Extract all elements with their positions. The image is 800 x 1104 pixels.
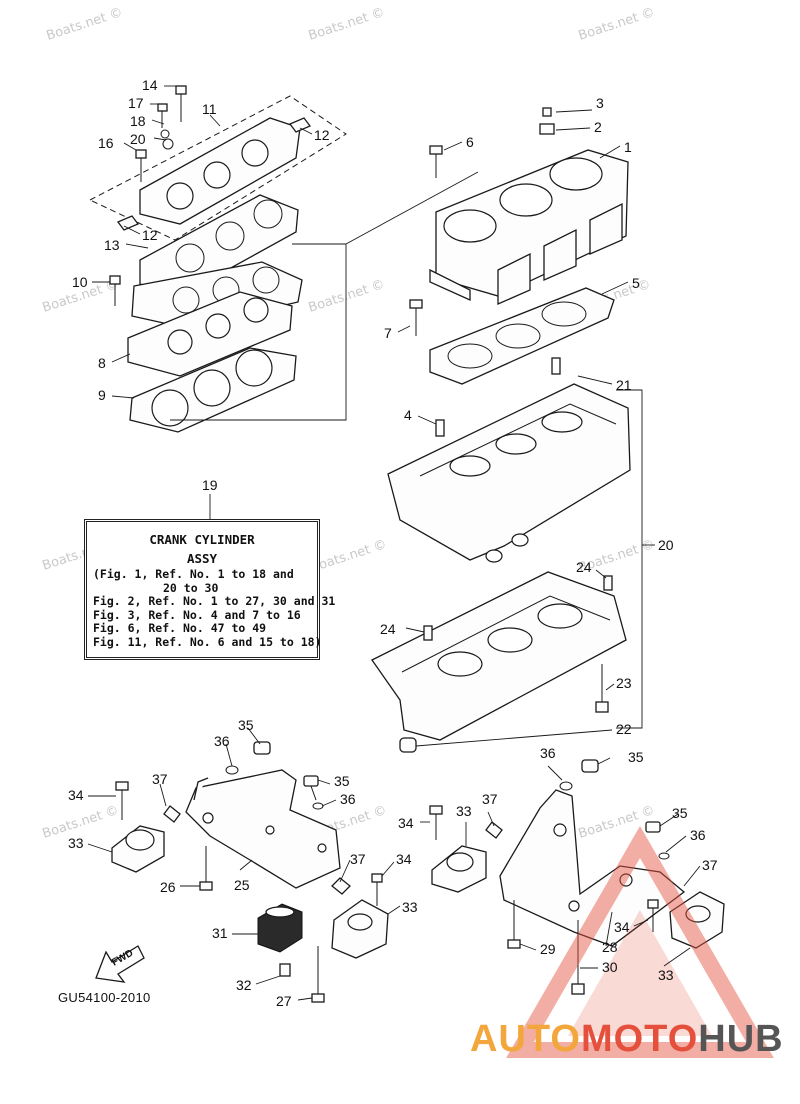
callout-12: 12 — [314, 127, 330, 143]
assy-ref-line: Fig. 2, Ref. No. 1 to 27, 30 and 31 — [93, 594, 336, 609]
brand-logo — [506, 825, 774, 1058]
callout-18: 20 — [130, 131, 146, 147]
watermark-text: Boats.net © — [309, 537, 389, 576]
assy-ref-line: Fig. 11, Ref. No. 6 and 15 to 18) — [93, 634, 322, 649]
watermark-text: Boats.net © — [577, 5, 657, 44]
callout-34c: 34 — [398, 815, 414, 831]
callout-31: 31 — [212, 925, 228, 941]
callout-33b: 33 — [402, 899, 418, 915]
callout-35d: 35 — [672, 805, 688, 821]
callout-11: 11 — [202, 101, 217, 117]
leader-lines — [87, 85, 701, 1001]
callout-28: 28 — [602, 939, 618, 955]
callout-5: 5 — [632, 275, 640, 291]
callout-32: 32 — [236, 977, 252, 993]
upper-crankcase — [387, 357, 631, 563]
mount-bracket-right — [429, 759, 725, 995]
callout-16: 17 — [128, 95, 144, 111]
callout-35c: 35 — [628, 749, 644, 765]
callout-19: 19 — [202, 477, 218, 493]
callout-24b: 24 — [380, 621, 396, 637]
callout-33: 33 — [68, 835, 84, 851]
callout-36b: 36 — [340, 791, 356, 807]
lower-crankcase — [371, 375, 655, 753]
callout-12b: 12 — [142, 227, 158, 243]
callout-25: 25 — [234, 877, 250, 893]
callout-15: 16 — [98, 135, 114, 151]
callout-34b: 34 — [396, 851, 412, 867]
callout-29: 29 — [540, 941, 556, 957]
assy-title-line1: CRANK CYLINDER — [149, 532, 255, 547]
callout-23: 23 — [616, 675, 632, 691]
callout-3: 3 — [596, 95, 604, 111]
callout-36: 36 — [214, 733, 230, 749]
brand-part-hub: HUB — [698, 1018, 784, 1060]
brand-part-moto: MOTO — [580, 1018, 699, 1060]
callout-34d: 34 — [614, 919, 630, 935]
callout-27: 27 — [276, 993, 292, 1009]
callout-33c: 33 — [456, 803, 472, 819]
assy-ref-line: (Fig. 1, Ref. No. 1 to 18 and — [93, 567, 294, 581]
callout-33d: 33 — [658, 967, 674, 983]
cylinder-block — [409, 107, 629, 385]
watermark-text: Boats.net © — [307, 5, 387, 44]
callout-26: 26 — [160, 879, 176, 895]
callout-8: 8 — [98, 355, 106, 371]
callout-24: 24 — [576, 559, 592, 575]
callout-36d: 36 — [690, 827, 706, 843]
brand-wordmark: AUTOMOTOHUB — [470, 1018, 784, 1061]
crank-cylinder-assy-box: CRANK CYLINDER ASSY (Fig. 1, Ref. No. 1 … — [84, 519, 336, 660]
cylinder-head-assembly — [88, 85, 479, 433]
fwd-arrow-icon: FWD — [95, 945, 145, 983]
callout-30: 30 — [602, 959, 618, 975]
callout-17: 18 — [130, 113, 146, 129]
callout-4: 4 — [404, 407, 412, 423]
callout-labels: 14 17 18 20 16 11 12 12 13 10 8 9 3 2 1 … — [68, 77, 718, 1009]
callout-6: 6 — [466, 134, 474, 150]
callout-22: 22 — [616, 721, 632, 737]
callout-2: 2 — [594, 119, 602, 135]
callout-13: 13 — [104, 237, 120, 253]
callout-21: 21 — [616, 377, 632, 393]
assy-ref-line: 20 to 30 — [163, 580, 219, 595]
diagram-code: GU54100-2010 — [58, 990, 151, 1005]
mount-bracket-left — [111, 741, 389, 1003]
callout-10: 10 — [72, 274, 88, 290]
assy-ref-line: Fig. 6, Ref. No. 47 to 49 — [93, 621, 267, 636]
callout-37b: 37 — [350, 851, 366, 867]
callout-14: 14 — [142, 77, 158, 93]
watermark-text: Boats.net © — [45, 5, 125, 44]
callout-9: 9 — [98, 387, 106, 403]
callout-36c: 36 — [540, 745, 556, 761]
watermark-text: Boats.net © — [307, 277, 387, 316]
assy-title-line2: ASSY — [186, 551, 218, 566]
callout-37d: 37 — [702, 857, 718, 873]
callout-35b: 35 — [334, 773, 350, 789]
callout-35: 35 — [238, 717, 254, 733]
callout-20: 20 — [658, 537, 674, 553]
callout-7: 7 — [384, 325, 392, 341]
assy-ref-line: Fig. 3, Ref. No. 4 and 7 to 16 — [93, 607, 301, 622]
callout-37: 37 — [152, 771, 168, 787]
callout-34: 34 — [68, 787, 84, 803]
callout-37c: 37 — [482, 791, 498, 807]
brand-part-auto: AUTO — [470, 1018, 581, 1060]
callout-1: 1 — [624, 139, 632, 155]
